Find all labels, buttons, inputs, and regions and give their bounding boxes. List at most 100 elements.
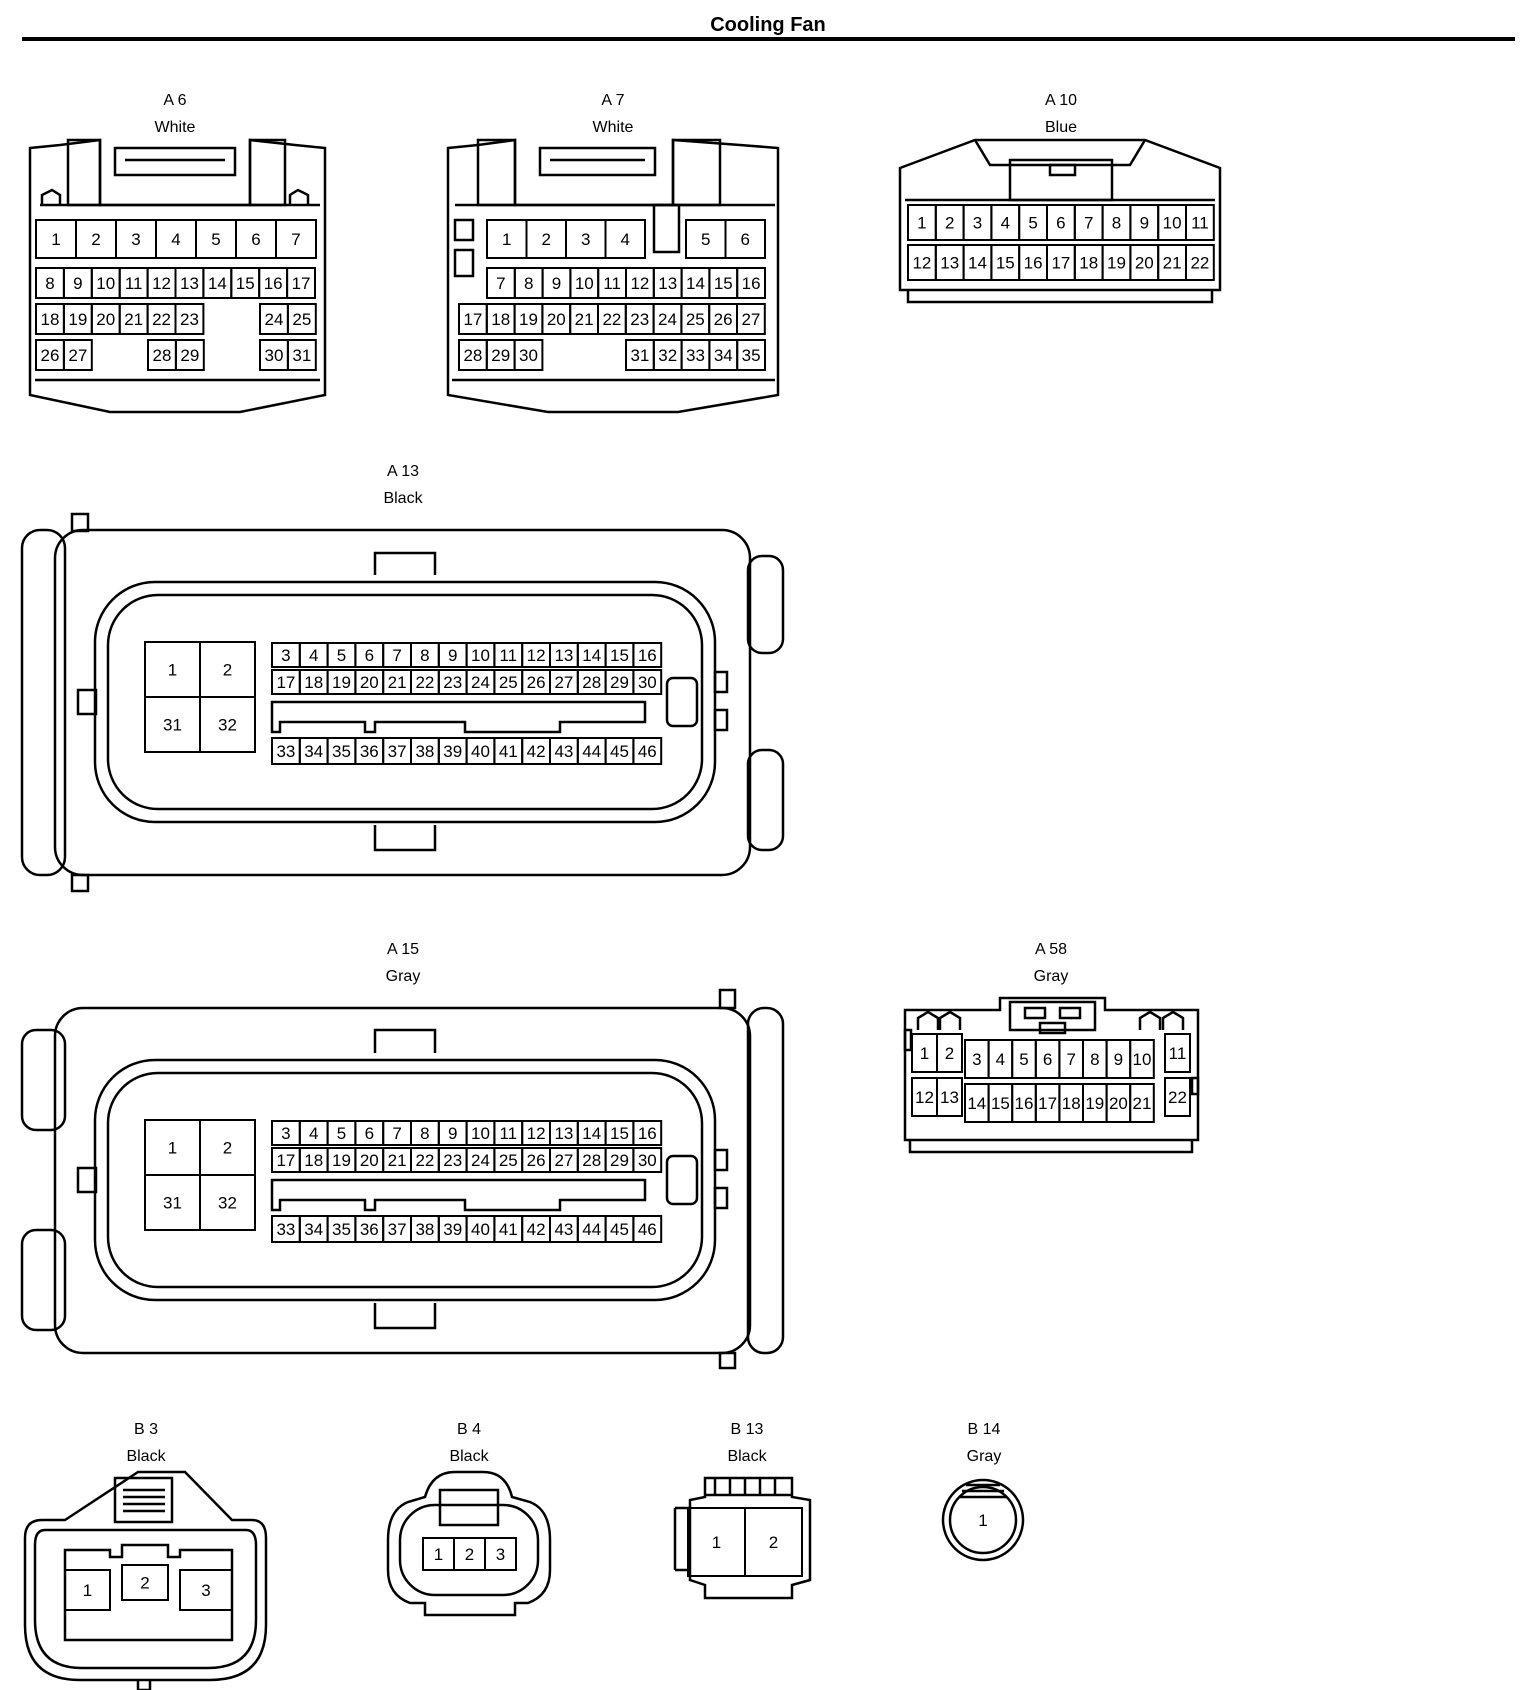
- pin-number: 5: [1028, 214, 1037, 233]
- pin-number: 2: [223, 1139, 232, 1158]
- pin-number: 1: [168, 661, 177, 680]
- pin-cavity: 19: [1082, 1083, 1108, 1123]
- pin-number: 3: [131, 230, 140, 249]
- pin-cavity: 44: [576, 737, 607, 765]
- pin-cavity: 18: [485, 303, 516, 335]
- pin-cavity: 1: [486, 219, 528, 259]
- pin-cavity: 16: [632, 1120, 663, 1146]
- pin-cavity: 11: [1185, 204, 1215, 241]
- pin-number: 8: [524, 274, 533, 293]
- pin-cavity: 21: [382, 1147, 413, 1173]
- pin-cavity: 20: [90, 303, 121, 335]
- pin-cavity: 33: [271, 1215, 301, 1243]
- pin-cavity: 6: [1034, 1039, 1061, 1079]
- pin-cavity: 17: [458, 303, 488, 335]
- pin-number: 37: [388, 742, 407, 761]
- pin-cavity: 16: [1018, 244, 1049, 281]
- pin-number: 5: [1019, 1050, 1028, 1069]
- pin-number: 1: [920, 1044, 929, 1063]
- pin-cavity: 18: [35, 303, 65, 335]
- pin-number: 27: [554, 673, 573, 692]
- pin-cavity: 25: [286, 303, 317, 335]
- pin-number: 1: [83, 1581, 92, 1600]
- pin-number: 2: [769, 1533, 778, 1552]
- pin-cavity: 5: [685, 219, 727, 259]
- pin-cavity: 8: [1082, 1039, 1108, 1079]
- pin-number: 24: [471, 1151, 490, 1170]
- pin-cavity: 41: [493, 737, 524, 765]
- pin-cavity: 42: [521, 1215, 552, 1243]
- pin-number: 10: [1163, 214, 1182, 233]
- pin-cavity: 13: [549, 642, 579, 668]
- pin-cavity: 22: [1185, 244, 1215, 281]
- pin-number: 13: [940, 1088, 959, 1107]
- connector-id: A 13: [387, 463, 419, 480]
- pin-outline: [179, 1569, 233, 1611]
- pin-number: 9: [73, 274, 82, 293]
- pin-number: 13: [658, 274, 677, 293]
- pin-number: 28: [463, 346, 482, 365]
- pin-cavity: 40: [465, 737, 496, 765]
- pin-outline: [632, 669, 663, 695]
- pin-cavity: 29: [604, 1147, 635, 1173]
- pin-cavity: 28: [576, 1147, 607, 1173]
- pin-cavity: 37: [382, 1215, 413, 1243]
- pin-number: 22: [152, 310, 171, 329]
- pin-number: 33: [276, 1220, 295, 1239]
- pin-cavity: 9: [541, 267, 572, 299]
- pin-number: 29: [491, 346, 510, 365]
- connector-color: Gray: [967, 1448, 1002, 1465]
- pin-cavity: 21: [1129, 1083, 1155, 1123]
- pin-number: 2: [465, 1545, 474, 1564]
- pin-cavity: 27: [62, 339, 93, 371]
- pin-cavity: 41: [493, 1215, 524, 1243]
- pin-cavity: 8: [410, 1120, 440, 1146]
- page-title: Cooling Fan: [710, 14, 826, 36]
- pin-cavity: 46: [632, 737, 663, 765]
- pin-cavity: 6: [354, 1120, 385, 1146]
- pin-number: 19: [332, 673, 351, 692]
- pin-cavity: 2: [121, 1564, 169, 1601]
- pin-cavity: 9: [1105, 1039, 1132, 1079]
- pin-cavity: 13: [652, 267, 683, 299]
- pin-cavity: 19: [326, 1147, 357, 1173]
- pin-number: 13: [940, 254, 959, 273]
- pin-cavity: 4: [987, 1039, 1014, 1079]
- pin-cavity: 18: [1073, 244, 1104, 281]
- pin-number: 14: [686, 274, 705, 293]
- pin-number: 18: [304, 1151, 323, 1170]
- pin-number: 22: [415, 673, 434, 692]
- pin-number: 33: [686, 346, 705, 365]
- pin-cavity: 25: [493, 669, 524, 695]
- pin-number: 24: [658, 310, 677, 329]
- pin-cavity: 4: [990, 204, 1021, 241]
- pin-number: 6: [365, 1124, 374, 1143]
- pin-cavity: 7: [275, 219, 317, 259]
- pin-cavity: 12: [521, 1120, 552, 1146]
- pin-cavity: 17: [271, 669, 301, 695]
- pin-number: 20: [1109, 1094, 1128, 1113]
- pin-cavity: 22: [410, 1147, 440, 1173]
- pin-cavity: 26: [35, 339, 65, 371]
- pin-cavity: 40: [465, 1215, 496, 1243]
- pin-cavity: 33: [271, 737, 301, 765]
- pin-cavity: 32: [199, 1174, 256, 1231]
- pin-number: 16: [638, 646, 657, 665]
- pin-cavity: 2: [936, 1033, 963, 1073]
- pin-cavity: 14: [962, 244, 993, 281]
- pin-number: 5: [337, 646, 346, 665]
- pin-cavity: 10: [569, 267, 600, 299]
- pin-number: 27: [741, 310, 760, 329]
- pin-number: 28: [582, 1151, 601, 1170]
- pin-number: 23: [443, 1151, 462, 1170]
- pin-cavity: 29: [174, 339, 205, 371]
- pin-outline: [286, 303, 317, 335]
- pin-cavity: 9: [437, 1120, 468, 1146]
- pin-outline: [1164, 1077, 1191, 1117]
- pin-cavity: 23: [437, 669, 468, 695]
- pin-number: 38: [415, 742, 434, 761]
- connector-id: B 3: [134, 1421, 158, 1438]
- pin-number: 46: [638, 742, 657, 761]
